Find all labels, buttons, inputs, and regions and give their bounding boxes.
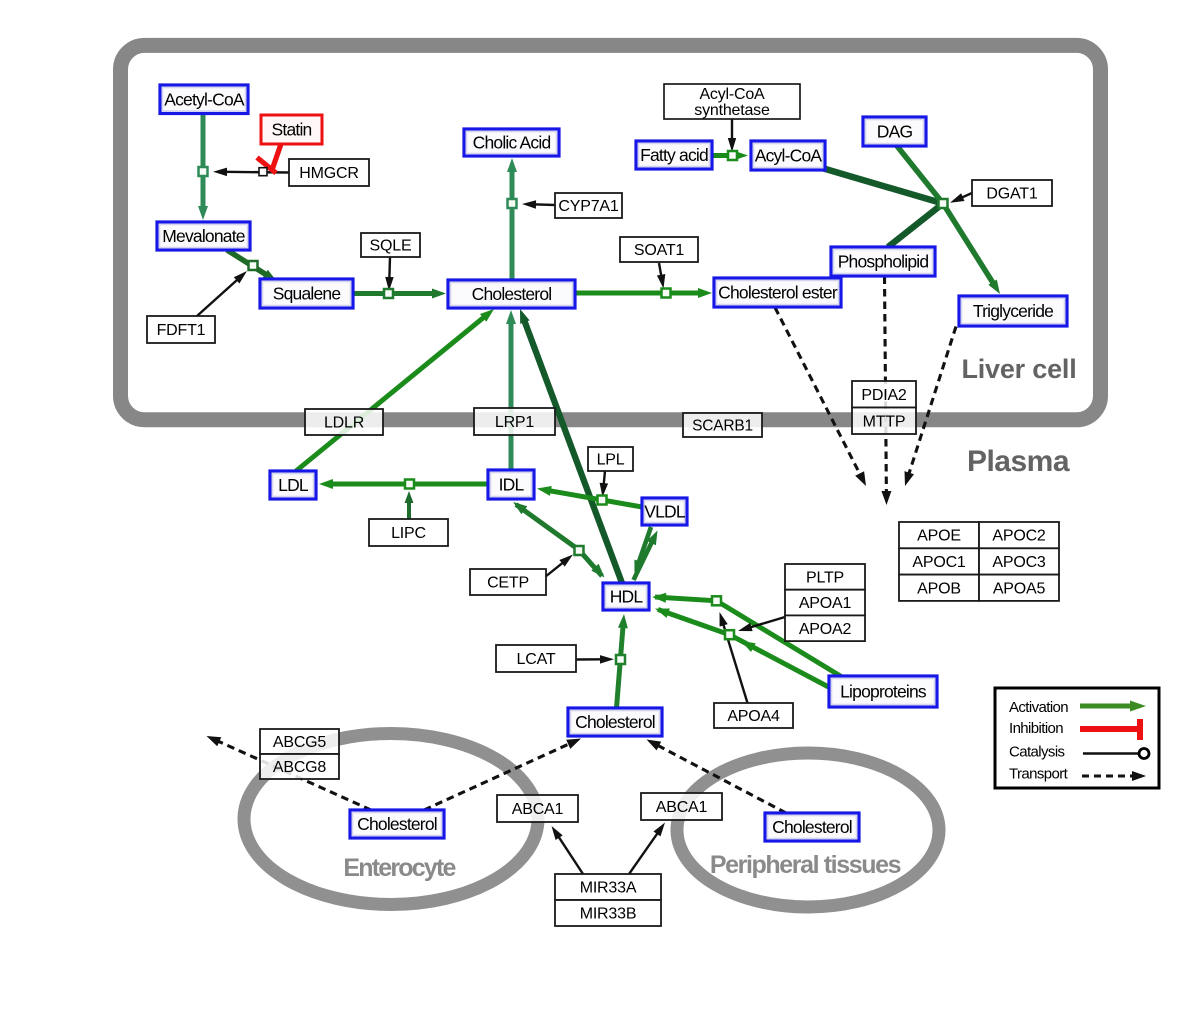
svg-text:Transport: Transport: [1009, 766, 1069, 783]
svg-text:SQLE: SQLE: [370, 238, 412, 255]
svg-text:Fatty acid: Fatty acid: [640, 145, 708, 165]
svg-text:Cholesterol: Cholesterol: [357, 814, 437, 834]
svg-text:Peripheral tissues: Peripheral tissues: [710, 851, 901, 879]
svg-text:HDL: HDL: [610, 587, 644, 607]
svg-text:Catalysis: Catalysis: [1009, 744, 1065, 761]
svg-text:LRP1: LRP1: [495, 414, 535, 431]
svg-text:HMGCR: HMGCR: [299, 165, 358, 182]
svg-text:MTTP: MTTP: [863, 413, 906, 430]
svg-text:DGAT1: DGAT1: [986, 186, 1037, 203]
svg-text:ABCA1: ABCA1: [512, 801, 564, 818]
svg-text:APOC1: APOC1: [912, 554, 966, 571]
svg-text:Statin: Statin: [272, 120, 312, 140]
svg-text:APOC3: APOC3: [992, 554, 1046, 571]
svg-text:ABCA1: ABCA1: [656, 799, 708, 816]
svg-text:synthetase: synthetase: [694, 102, 770, 119]
svg-text:APOC2: APOC2: [992, 528, 1046, 545]
svg-text:Acyl-CoA: Acyl-CoA: [699, 86, 765, 103]
svg-text:LIPC: LIPC: [391, 525, 426, 542]
svg-text:Activation: Activation: [1009, 699, 1068, 716]
svg-text:PLTP: PLTP: [806, 569, 844, 586]
svg-text:Phospholipid: Phospholipid: [838, 252, 929, 272]
svg-text:DAG: DAG: [877, 122, 913, 142]
svg-text:Cholesterol: Cholesterol: [575, 712, 655, 732]
svg-text:LDL: LDL: [278, 475, 309, 495]
svg-text:Cholesterol ester: Cholesterol ester: [718, 283, 838, 303]
svg-text:Cholesterol: Cholesterol: [772, 817, 852, 837]
svg-text:Lipoproteins: Lipoproteins: [840, 682, 927, 702]
svg-text:Squalene: Squalene: [273, 284, 341, 304]
svg-text:LCAT: LCAT: [517, 651, 556, 668]
svg-text:Cholesterol: Cholesterol: [472, 284, 552, 304]
svg-text:MIR33B: MIR33B: [580, 906, 637, 923]
svg-text:VLDL: VLDL: [644, 502, 686, 522]
svg-text:SCARB1: SCARB1: [692, 418, 753, 435]
svg-text:CETP: CETP: [487, 575, 529, 592]
svg-text:MIR33A: MIR33A: [580, 880, 637, 897]
svg-text:IDL: IDL: [499, 475, 525, 495]
svg-text:CYP7A1: CYP7A1: [558, 198, 618, 215]
svg-text:APOA5: APOA5: [993, 580, 1046, 597]
svg-text:Acetyl-CoA: Acetyl-CoA: [164, 89, 245, 109]
svg-text:LPL: LPL: [597, 452, 625, 469]
svg-text:Liver cell: Liver cell: [961, 354, 1076, 384]
svg-text:LDLR: LDLR: [324, 415, 364, 432]
svg-text:PDIA2: PDIA2: [861, 387, 907, 404]
svg-text:Mevalonate: Mevalonate: [162, 226, 245, 246]
svg-text:Triglyceride: Triglyceride: [973, 301, 1053, 321]
svg-text:Acyl-CoA: Acyl-CoA: [755, 146, 823, 166]
svg-text:SOAT1: SOAT1: [634, 242, 685, 259]
svg-text:APOE: APOE: [917, 528, 961, 545]
svg-text:FDFT1: FDFT1: [157, 322, 206, 339]
svg-text:APOA1: APOA1: [799, 595, 852, 612]
svg-text:Plasma: Plasma: [967, 445, 1070, 478]
svg-text:APOA4: APOA4: [727, 708, 780, 725]
svg-text:APOB: APOB: [917, 580, 961, 597]
svg-text:ABCG5: ABCG5: [273, 734, 327, 751]
svg-text:APOA2: APOA2: [799, 621, 852, 638]
svg-text:Cholic Acid: Cholic Acid: [473, 133, 551, 153]
svg-text:Enterocyte: Enterocyte: [343, 854, 456, 882]
svg-text:ABCG8: ABCG8: [273, 759, 327, 776]
svg-text:Inhibition: Inhibition: [1009, 720, 1063, 737]
